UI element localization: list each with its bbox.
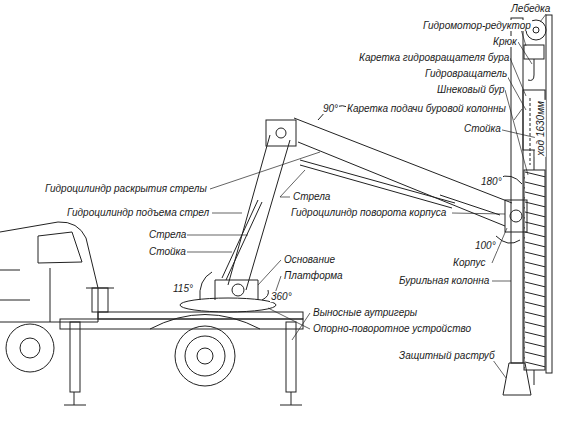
slewing-label: Опорно-поворотное устройство [312, 323, 472, 334]
cab-window [38, 232, 82, 263]
boom-rest-post [92, 288, 108, 312]
angle-label: 115° [172, 283, 194, 294]
post-label: Стойка [148, 246, 187, 257]
angle-label: 360° [270, 291, 293, 302]
platform-label: Платформа [283, 270, 344, 281]
hook-label: Крюк [492, 36, 518, 47]
auger [524, 170, 545, 370]
rear-wheel [175, 326, 235, 386]
base-label: Основание [283, 254, 336, 265]
rear-hub [197, 348, 213, 364]
slewing-ring [180, 298, 276, 312]
carriage-label: Каретка подачи буровой колонны [346, 103, 507, 114]
base [215, 280, 258, 300]
front-wheel [6, 324, 54, 372]
boom-rest-cradle [86, 288, 114, 289]
housing-cylinder [440, 195, 500, 215]
truck-cab [0, 222, 98, 322]
winch-label: Лебедка [510, 3, 551, 14]
boom-pivot [232, 284, 244, 296]
outrigger-label: Выносные аутригеры [312, 307, 418, 318]
knuckle-pin [276, 128, 286, 138]
front-hub [20, 338, 40, 358]
drill-column [511, 18, 523, 363]
auger-label: Шнековый бур [436, 84, 505, 95]
cylinder-label: Гидроцилиндр поворота корпуса [290, 207, 447, 218]
boom-label: Стрела [292, 191, 331, 202]
cylinder-label: Гидроцилиндр подъема стрел [66, 207, 210, 218]
cylinder-label: Гидроцилиндр раскрытия стрелы [44, 183, 208, 194]
carriage-label: Каретка гидровращателя бура [358, 52, 510, 63]
platform-deck [98, 312, 303, 319]
outrigger-foot-left [64, 392, 86, 405]
gearbox-label: Гидромотор-редуктор [422, 20, 532, 31]
lower-boom [228, 135, 290, 290]
outrigger-right [286, 322, 296, 392]
stroke-dimension [530, 98, 531, 165]
chassis-frame [60, 319, 303, 329]
hydromotor-gearbox [524, 45, 544, 59]
outrigger-foot-right [280, 392, 302, 405]
rear-wheel-rim [185, 336, 225, 376]
angle-label: 180° [480, 176, 503, 187]
angle-arc-360 [262, 290, 268, 300]
housing-label: Корпус [452, 257, 487, 268]
outrigger-left [70, 322, 80, 392]
wheel-arch [150, 315, 260, 330]
angle-arc-115 [200, 272, 212, 300]
column-label: Бурильная колонна [398, 275, 490, 286]
auger-tip [534, 370, 535, 385]
post-label: Стойка [463, 123, 502, 134]
boom-knuckle [266, 120, 296, 146]
angle-label: 100° [474, 240, 497, 251]
winch-hub [533, 27, 539, 33]
boom-label: Стрела [148, 229, 187, 240]
housing-pivot [510, 210, 522, 222]
cab-details [0, 268, 50, 322]
lift-cylinder [222, 200, 262, 280]
angle-arc-100 [496, 236, 520, 243]
angle-label: 90° [322, 103, 339, 114]
dimension-label: ход 1630мм [535, 100, 546, 157]
bell-label: Защитный раструб [398, 350, 496, 361]
leader-lines [184, 9, 550, 378]
rotator-label: Гидровращатель [424, 68, 508, 79]
right-post [546, 15, 552, 373]
